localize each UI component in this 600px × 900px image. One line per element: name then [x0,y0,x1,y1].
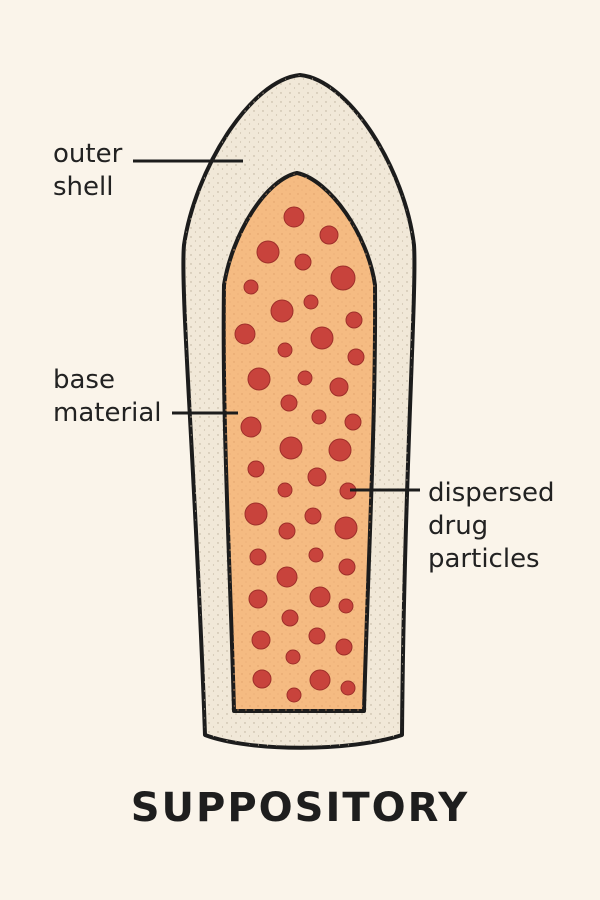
drug-particle [286,687,302,703]
drug-particle [244,502,268,526]
drug-particle [319,225,339,245]
drug-particle [338,598,354,614]
drug-particle [234,323,256,345]
diagram-title: SUPPOSITORY [130,785,470,831]
drug-particle [308,547,324,563]
drug-particle [252,669,272,689]
base-material-label-line-2: material [53,398,162,428]
drug-particle [277,482,293,498]
outer-shell-label-line-2: shell [53,172,114,202]
drug-particle [311,409,327,425]
drug-particle [297,370,313,386]
drug-particle [347,348,365,366]
drug-particles-label-line-2: drug [428,511,489,541]
drug-particle [283,206,305,228]
drug-particle [328,438,352,462]
drug-particles-group [234,206,365,703]
drug-particle [310,326,334,350]
drug-particle [303,294,319,310]
drug-particle [345,311,363,329]
outer-shell-label: outer shell [53,138,122,204]
base-material-label-line-1: base [53,365,115,395]
drug-particle [277,342,293,358]
drug-particle [247,367,271,391]
drug-particle [304,507,322,525]
drug-particles-label-line-1: dispersed [428,478,555,508]
drug-particle [281,609,299,627]
drug-particle [329,377,349,397]
drug-particle [279,436,303,460]
drug-particle [280,394,298,412]
drug-particle [240,416,262,438]
drug-particle [270,299,294,323]
drug-particle [309,669,331,691]
drug-particle [338,558,356,576]
drug-particles-label: dispersed drug particles [428,477,555,576]
outer-shell-label-line-1: outer [53,139,123,169]
drug-particle [248,589,268,609]
drug-particle [344,413,362,431]
drug-particle [308,627,326,645]
drug-particle [278,522,296,540]
drug-particle [285,649,301,665]
drug-particle [309,586,331,608]
drug-particle [307,467,327,487]
drug-particles-label-line-3: particles [428,544,540,574]
drug-particle [249,548,267,566]
drug-particle [335,638,353,656]
drug-particle [340,680,356,696]
drug-particle [330,265,356,291]
drug-particle [294,253,312,271]
drug-particle [247,460,265,478]
base-material-label: base material [53,364,162,430]
drug-particle [256,240,280,264]
drug-particle [276,566,298,588]
drug-particle [243,279,259,295]
drug-particle [334,516,358,540]
drug-particle [251,630,271,650]
